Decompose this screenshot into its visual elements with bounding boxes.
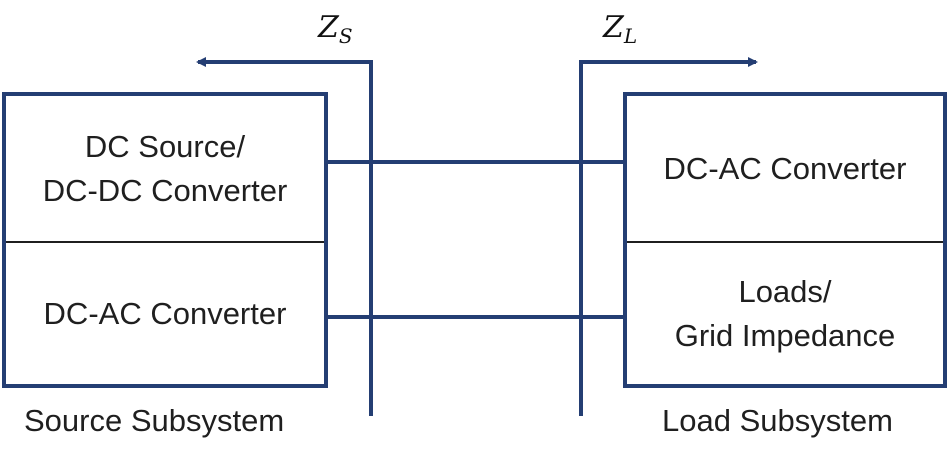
load-bottom-line-2: Grid Impedance [674, 317, 896, 353]
load-block-divider [627, 241, 943, 243]
load-impedance-label: ZL [603, 10, 637, 48]
load-bottom-line-1: Loads/ [738, 273, 832, 309]
source-subsystem-block: DC Source/ DC-DC Converter DC-AC Convert… [2, 92, 328, 388]
source-subsystem-caption: Source Subsystem [24, 403, 285, 438]
source-top-cell: DC Source/ DC-DC Converter [6, 96, 324, 241]
source-impedance-label: ZS [318, 10, 353, 48]
source-impedance-symbol: Z [318, 10, 339, 45]
source-block-divider [6, 241, 324, 243]
load-subsystem-caption: Load Subsystem [662, 403, 893, 438]
load-subsystem-block: DC-AC Converter Loads/ Grid Impedance [623, 92, 947, 388]
load-impedance-subscript: L [623, 24, 638, 48]
load-top-label: DC-AC Converter [663, 150, 907, 186]
source-bottom-label: DC-AC Converter [43, 295, 287, 331]
load-impedance-symbol: Z [603, 10, 624, 45]
source-impedance-subscript: S [338, 24, 353, 48]
source-top-line-2: DC-DC Converter [42, 172, 288, 208]
source-top-line-1: DC Source/ [84, 128, 246, 164]
load-bottom-cell: Loads/ Grid Impedance [627, 243, 943, 384]
load-top-cell: DC-AC Converter [627, 96, 943, 241]
source-bottom-cell: DC-AC Converter [6, 243, 324, 384]
